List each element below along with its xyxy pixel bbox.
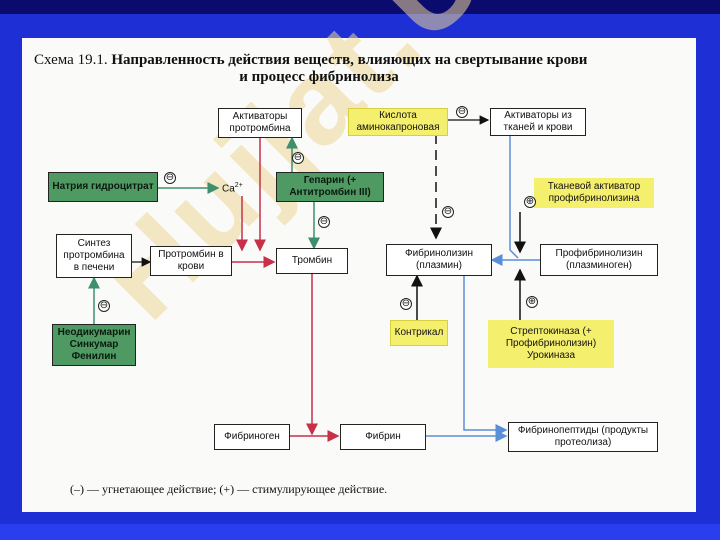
scheme-number: Схема 19.1. bbox=[34, 52, 108, 68]
legend-text: (–) — угнетающее действие; (+) — стимули… bbox=[70, 482, 388, 496]
minus-icon: ⊖ bbox=[164, 172, 176, 184]
box-aminocaproic-acid: Кислота аминокапроновая bbox=[348, 108, 448, 136]
scheme-title: Схема 19.1. Направленность действия веще… bbox=[34, 52, 684, 86]
box-prothrombin-synthesis: Синтез протромбина в печени bbox=[56, 234, 132, 278]
arrow-tissue-junction bbox=[509, 134, 519, 259]
top-bezel bbox=[0, 0, 720, 14]
minus-icon: ⊖ bbox=[442, 206, 454, 218]
box-profibrinolysin: Профибринолизин (плазминоген) bbox=[540, 244, 658, 276]
minus-icon: ⊖ bbox=[292, 152, 304, 164]
calcium-text: Ca bbox=[222, 183, 235, 195]
minus-icon: ⊖ bbox=[98, 300, 110, 312]
box-fibrin: Фибрин bbox=[340, 424, 426, 450]
box-fibrinopeptides: Фибринопептиды (продукты протеолиза) bbox=[508, 422, 658, 452]
box-fibrinolysin: Фибринолизин (плазмин) bbox=[386, 244, 492, 276]
calcium-charge: 2+ bbox=[234, 182, 243, 189]
box-fibrinogen: Фибриноген bbox=[214, 424, 290, 450]
scheme-page: Hujjat.Uz Схема 19.1. Направленность дей… bbox=[22, 0, 696, 512]
box-tissue-activators: Активаторы из тканей и крови bbox=[490, 108, 586, 136]
box-tissue-plasminogen-activator: Тканевой активатор профибринолизина bbox=[534, 178, 654, 208]
minus-icon: ⊖ bbox=[456, 106, 468, 118]
box-streptokinase: Стрептокиназа (+ Профибринолизин) Урокин… bbox=[488, 320, 614, 368]
box-thrombin: Тромбин bbox=[276, 248, 348, 274]
plus-icon: ⊕ bbox=[524, 196, 536, 208]
box-heparin: Гепарин (+ Антитромбин III) bbox=[276, 172, 384, 202]
box-prothrombin-blood: Протромбин в крови bbox=[150, 246, 232, 276]
box-contrical: Контрикал bbox=[390, 320, 448, 346]
calcium-label: Ca2+ bbox=[222, 182, 243, 194]
box-anticoagulants: Неодикумарин Синкумар Фенилин bbox=[52, 324, 136, 366]
scheme-title-line1: Направленность действия веществ, влияющи… bbox=[111, 52, 588, 68]
scheme-title-line2: и процесс фибринолиза bbox=[239, 69, 399, 85]
box-sodium-citrate: Натрия гидроцитрат bbox=[48, 172, 158, 202]
plus-icon: ⊕ bbox=[526, 296, 538, 308]
arrow-fibrinolysin-peptides bbox=[463, 276, 508, 436]
minus-icon: ⊖ bbox=[318, 216, 330, 228]
bottom-bezel bbox=[0, 524, 720, 540]
box-activators-prothrombin: Активаторы протромбина bbox=[218, 108, 302, 138]
minus-icon: ⊖ bbox=[400, 298, 412, 310]
